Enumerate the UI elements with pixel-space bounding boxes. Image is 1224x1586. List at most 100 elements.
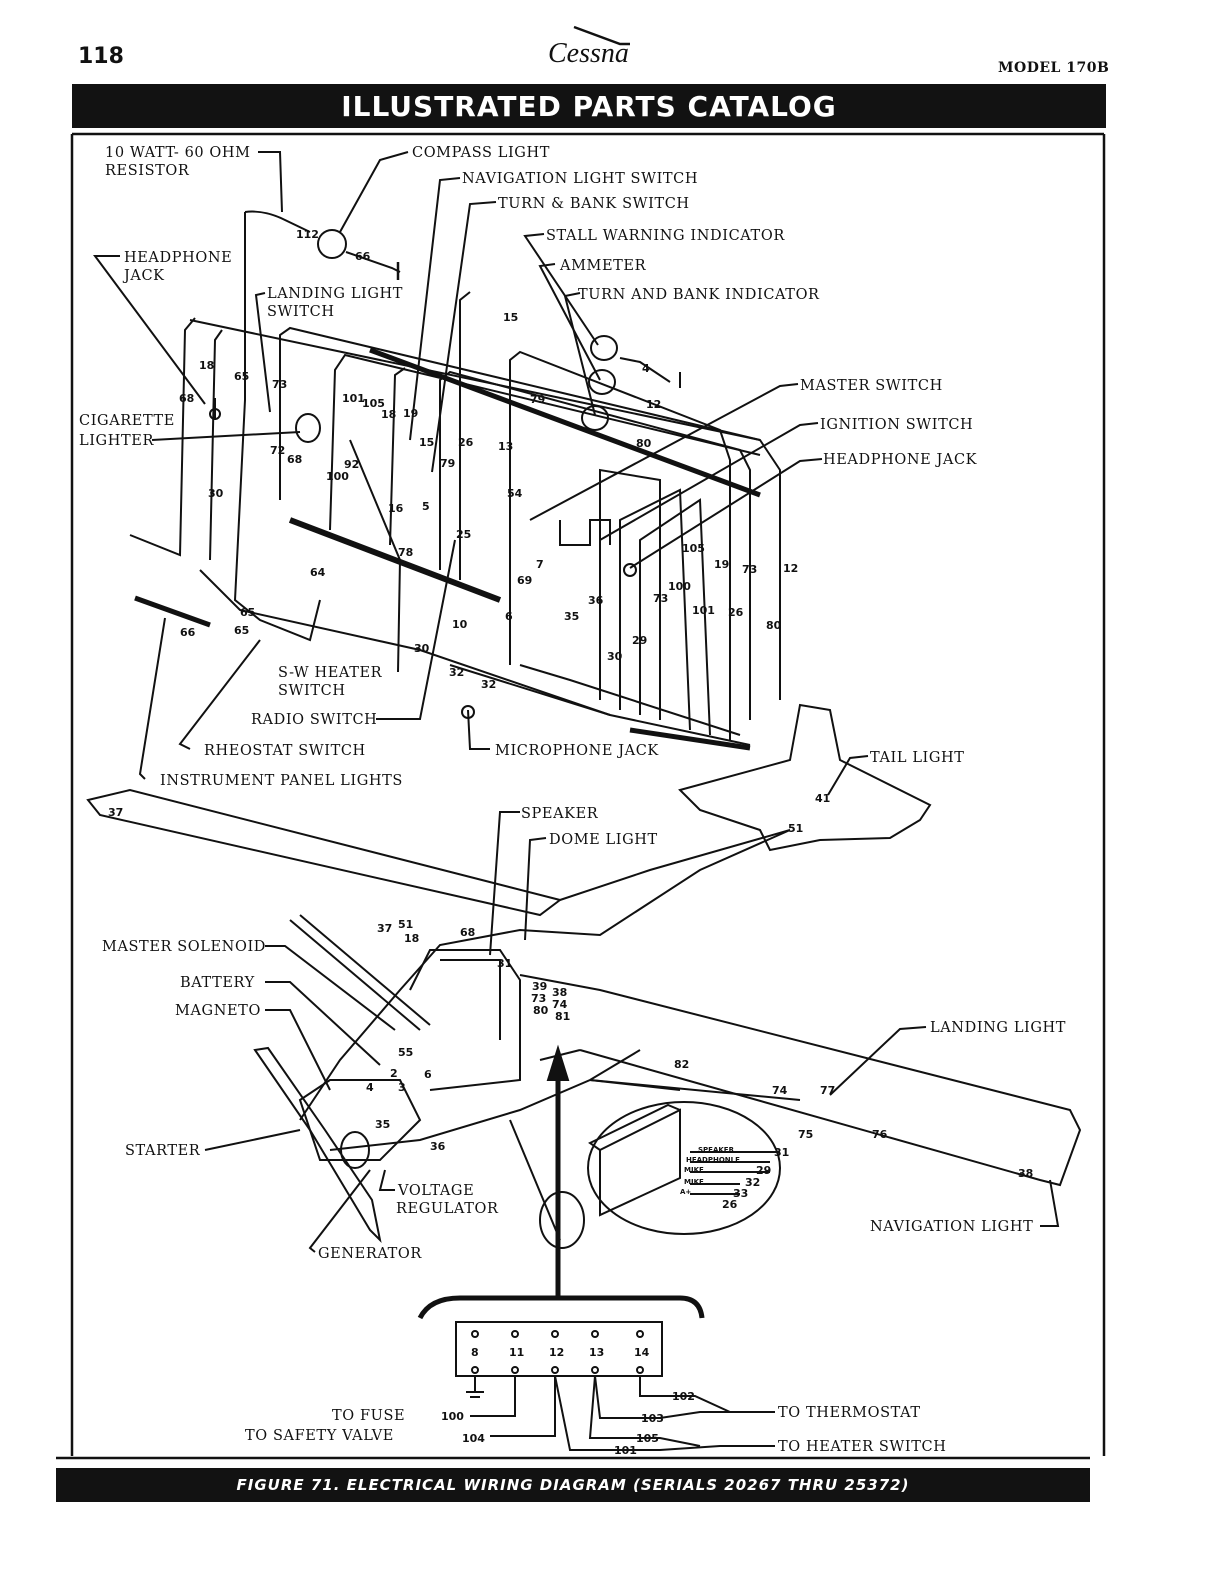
- speaker-label: SPEAKER: [521, 806, 599, 822]
- wire-number: 74: [772, 1084, 788, 1097]
- navigation-light-label: NAVIGATION LIGHT: [870, 1219, 1034, 1235]
- wire-number: 73: [742, 563, 758, 576]
- landing-light-label: LANDING LIGHT: [930, 1020, 1067, 1036]
- headphone-jack-label-left-2: JACK: [124, 268, 165, 284]
- wire-number: 38: [1018, 1167, 1034, 1180]
- wire-number: 100: [326, 470, 349, 483]
- wire-number: 100: [441, 1410, 464, 1423]
- wire-number: 30: [414, 642, 430, 655]
- inset-label: HEADPHONLE: [686, 1156, 740, 1164]
- wire-number: 18: [199, 359, 215, 372]
- wire-number: 69: [517, 574, 533, 587]
- wire-number: 6: [424, 1068, 432, 1081]
- rheostat-switch-label: RHEOSTAT SWITCH: [204, 743, 366, 759]
- wire-number: 64: [310, 566, 326, 579]
- master-solenoid-label: MASTER SOLENOID: [102, 939, 266, 955]
- wire-number: 73: [531, 992, 547, 1005]
- landing-light-switch-label: LANDING LIGHT: [267, 286, 404, 302]
- terminal-label: 12: [549, 1346, 565, 1359]
- wire-number: 15: [503, 311, 519, 324]
- wire-number: 4: [366, 1081, 374, 1094]
- wire-number: 26: [728, 606, 744, 619]
- starter-label: STARTER: [125, 1143, 201, 1159]
- wire-number: 82: [674, 1058, 690, 1071]
- wire-number: 68: [460, 926, 476, 939]
- to-heater-switch-label: TO HEATER SWITCH: [778, 1439, 947, 1455]
- wire-number: 51: [398, 918, 414, 931]
- wire-number: 6: [505, 610, 513, 623]
- wire-number: 29: [756, 1164, 772, 1177]
- radio-switch-label: RADIO SWITCH: [251, 712, 378, 728]
- wire-number: 75: [798, 1128, 814, 1141]
- turn-bank-switch-label: TURN & BANK SWITCH: [498, 196, 690, 212]
- wire-number: 77: [820, 1084, 836, 1097]
- wire-number: 38: [552, 986, 568, 999]
- wire-number: 35: [564, 610, 580, 623]
- wire-number: 74: [552, 998, 568, 1011]
- wire-number: 4: [642, 362, 650, 375]
- wire-number: 103: [641, 1412, 664, 1425]
- wire-number: 41: [815, 792, 831, 805]
- wire-number: 65: [240, 606, 256, 619]
- wire-number: 18: [404, 932, 420, 945]
- wire-number: 73: [272, 378, 288, 391]
- wire-number: 32: [745, 1176, 761, 1189]
- wire-number: 73: [653, 592, 669, 605]
- compass-light-label: COMPASS LIGHT: [412, 145, 551, 161]
- to-safety-valve-label: TO SAFETY VALVE: [245, 1428, 394, 1444]
- wire-number: 100: [668, 580, 691, 593]
- wire-number: 12: [783, 562, 799, 575]
- resistor-label: 10 WATT- 60 OHM: [105, 145, 251, 161]
- wire-number: 35: [375, 1118, 391, 1131]
- dome-light-label: DOME LIGHT: [549, 832, 658, 848]
- microphone-jack-label: MICROPHONE JACK: [495, 743, 659, 759]
- to-fuse-label: TO FUSE: [332, 1408, 406, 1424]
- wire-number: 80: [636, 437, 652, 450]
- wire-number: 30: [208, 487, 224, 500]
- wire-number: 112: [296, 228, 319, 241]
- inset-label: A+: [680, 1188, 692, 1196]
- brand-swoosh-icon: [573, 25, 630, 46]
- generator-label: GENERATOR: [318, 1246, 422, 1262]
- wire-number: 31: [497, 957, 513, 970]
- headphone-jack-label-right: HEADPHONE JACK: [823, 452, 978, 468]
- wire-number: 18: [381, 408, 397, 421]
- headphone-jack-label-left: HEADPHONE: [124, 250, 233, 266]
- landing-light-switch-label-2: SWITCH: [267, 304, 335, 320]
- wire-number: 7: [536, 558, 544, 571]
- wire-number: 65: [234, 624, 250, 637]
- wire-number: 104: [462, 1432, 485, 1445]
- wire-number: 12: [646, 398, 662, 411]
- wire-number: 15: [419, 436, 435, 449]
- turn-bank-indicator-label: TURN AND BANK INDICATOR: [578, 287, 820, 303]
- wire-number: 76: [872, 1128, 888, 1141]
- wire-number: 66: [180, 626, 196, 639]
- wire-number: 80: [766, 619, 782, 632]
- wire-number: 10: [452, 618, 468, 631]
- terminal-label: 14: [634, 1346, 650, 1359]
- master-switch-label: MASTER SWITCH: [800, 378, 943, 394]
- wire-number: 3: [398, 1081, 406, 1094]
- inset-label: MIKE: [684, 1166, 704, 1174]
- wire-number: 66: [355, 250, 371, 263]
- wire-number: 33: [733, 1187, 749, 1200]
- wire-number: 13: [498, 440, 514, 453]
- sw-heater-switch-label: S-W HEATER: [278, 665, 383, 681]
- wire-number: 5: [422, 500, 430, 513]
- terminal-label: 8: [471, 1346, 479, 1359]
- wire-number: 55: [398, 1046, 414, 1059]
- to-thermostat-label: TO THERMOSTAT: [778, 1405, 921, 1421]
- wire-number: 25: [456, 528, 472, 541]
- wire-number: 2: [390, 1067, 398, 1080]
- wire-number: 31: [774, 1146, 790, 1159]
- wire-number: 37: [377, 922, 393, 935]
- wire-number: 78: [398, 546, 414, 559]
- figure-caption: FIGURE 71. ELECTRICAL WIRING DIAGRAM (SE…: [236, 1476, 910, 1494]
- terminal-label: 13: [589, 1346, 605, 1359]
- model-label: MODEL 170B: [998, 60, 1110, 76]
- terminal-label: 11: [509, 1346, 525, 1359]
- stall-warning-label: STALL WARNING INDICATOR: [546, 228, 785, 244]
- voltage-regulator-label-2: REGULATOR: [396, 1201, 499, 1217]
- wire-number: 29: [632, 634, 648, 647]
